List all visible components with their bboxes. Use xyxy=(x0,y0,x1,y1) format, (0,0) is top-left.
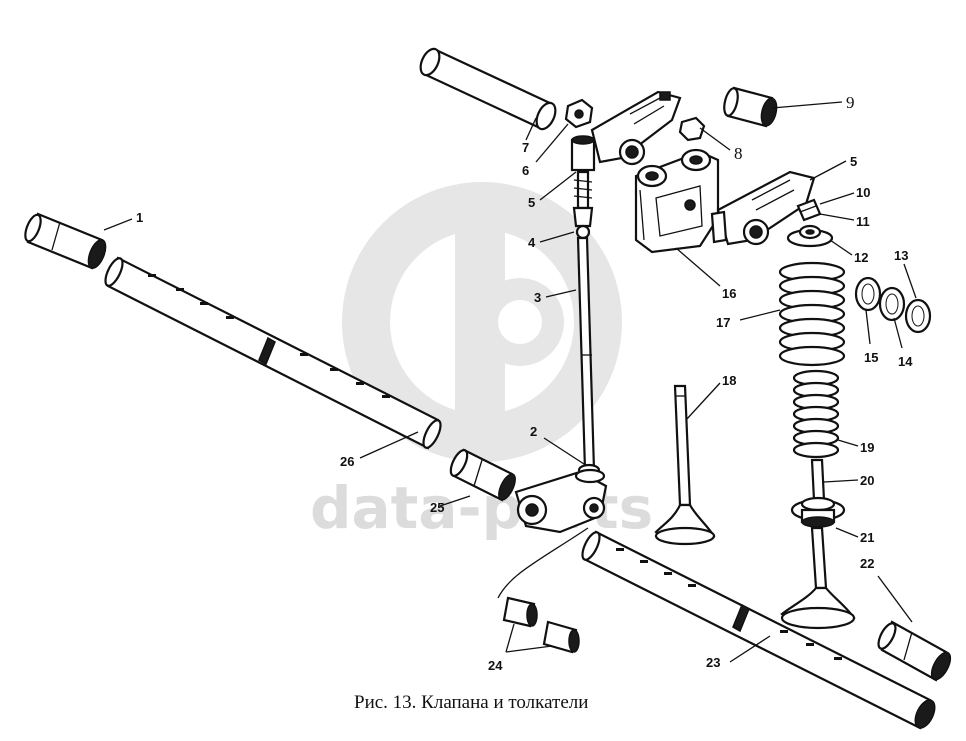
pin-7 xyxy=(419,47,557,131)
watermark-logo xyxy=(342,182,622,462)
ball-end-4 xyxy=(572,206,594,240)
valve-seal-21 xyxy=(790,496,846,528)
nut-8 xyxy=(678,116,706,142)
leader-lines xyxy=(103,101,917,663)
label-2: 2 xyxy=(530,424,537,439)
label-4: 4 xyxy=(528,235,536,250)
label-12: 12 xyxy=(854,250,868,265)
label-8: 8 xyxy=(734,144,743,163)
label-22: 22 xyxy=(860,556,874,571)
label-3: 3 xyxy=(534,290,541,305)
label-5a: 5 xyxy=(528,195,535,210)
label-9: 9 xyxy=(846,93,855,112)
label-5b: 5 xyxy=(850,154,857,169)
label-21: 21 xyxy=(860,530,874,545)
label-14: 14 xyxy=(898,354,913,369)
spring-retainer-12 xyxy=(786,224,834,248)
label-1: 1 xyxy=(136,210,143,225)
label-20: 20 xyxy=(860,473,874,488)
outer-spring-17 xyxy=(778,261,846,367)
label-24: 24 xyxy=(488,658,503,673)
valve-18 xyxy=(654,384,716,546)
label-11: 11 xyxy=(856,214,870,229)
valve-guide-20 xyxy=(810,458,826,502)
inner-spring-19 xyxy=(792,369,840,459)
rocker-stand-16 xyxy=(634,148,720,254)
valve-right xyxy=(780,526,856,630)
rocker-shaft-23 xyxy=(581,530,936,730)
part-labels: 1 2 3 4 5 5 6 7 8 9 10 11 12 13 14 15 16… xyxy=(136,93,913,673)
label-6: 6 xyxy=(522,163,529,178)
label-16: 16 xyxy=(722,286,736,301)
label-7: 7 xyxy=(522,140,529,155)
label-26: 26 xyxy=(340,454,354,469)
figure-caption: Рис. 13. Клапана и толкатели xyxy=(354,692,588,713)
rings-13-14-15 xyxy=(854,276,932,334)
bushing-9 xyxy=(723,86,778,128)
bushing-22 xyxy=(877,620,952,682)
label-23: 23 xyxy=(706,655,720,670)
bushing-25 xyxy=(449,448,516,502)
label-10: 10 xyxy=(856,185,870,200)
nut-6 xyxy=(564,98,594,129)
label-25: 25 xyxy=(430,500,444,515)
label-19: 19 xyxy=(860,440,874,455)
bushing-1 xyxy=(24,212,107,270)
label-15: 15 xyxy=(864,350,878,365)
rocker-arm-upper xyxy=(590,90,682,166)
lower-rocker xyxy=(514,468,608,534)
label-17: 17 xyxy=(716,315,730,330)
label-18: 18 xyxy=(722,373,736,388)
bushings-24 xyxy=(502,596,580,654)
rocker-shaft-26 xyxy=(104,256,442,450)
label-13: 13 xyxy=(894,248,908,263)
